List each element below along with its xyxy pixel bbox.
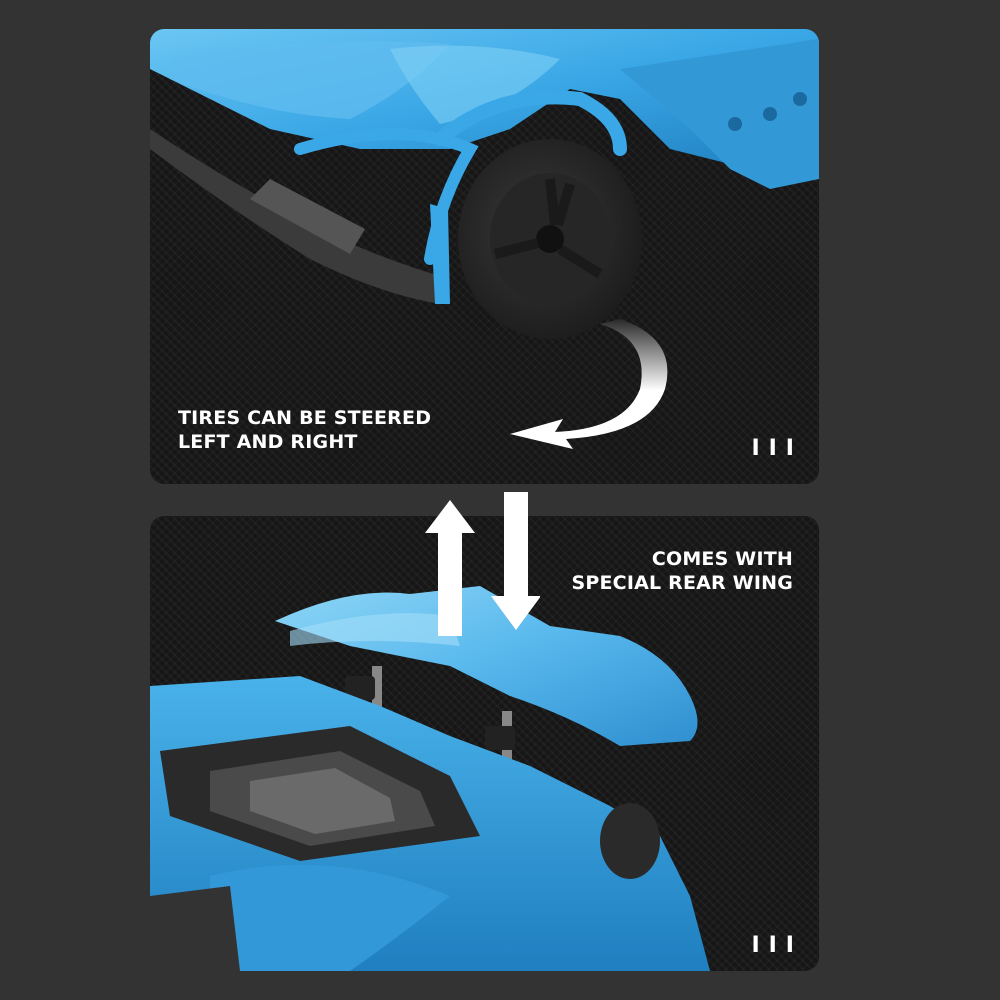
car-rear-wing-illustration [150, 586, 710, 971]
up-arrow-icon [425, 500, 475, 636]
side-intake [600, 803, 660, 879]
wing-strut [372, 666, 382, 726]
curved-arrow-icon [510, 319, 668, 449]
wing-mount [345, 676, 375, 700]
pin-hole [763, 107, 777, 121]
rear-wing-caption: COMES WITH SPECIAL REAR WING [571, 547, 793, 595]
rear-wing-caption-line1: COMES WITH [651, 548, 793, 570]
steering-caption-line1: TIRES CAN BE STEERED [178, 407, 432, 429]
grille [250, 179, 365, 254]
steering-caption: TIRES CAN BE STEERED LEFT AND RIGHT [178, 406, 431, 454]
wing-highlight [290, 613, 460, 646]
pin-hole [793, 92, 807, 106]
wheel-hub [536, 225, 564, 253]
rear-diffuser [150, 886, 240, 971]
wheel-arch [433, 90, 627, 156]
front-bumper [150, 129, 450, 304]
car-side-body [620, 39, 819, 189]
suspension-arm [430, 204, 450, 304]
down-arrow-icon [491, 492, 540, 630]
engine-grille [250, 768, 395, 834]
wheel-spokes [493, 178, 603, 279]
steering-caption-line2: LEFT AND RIGHT [178, 431, 358, 453]
up-down-arrows-icon [425, 492, 540, 636]
tally-marks-icon: III [751, 436, 803, 461]
rear-wing-feature-panel: COMES WITH SPECIAL REAR WING III [150, 516, 819, 971]
wing-mount [485, 726, 515, 750]
hood-vent [390, 45, 560, 124]
hood-panel [170, 41, 450, 120]
car-front-wheel-illustration [150, 29, 819, 449]
tally-marks-icon: III [751, 933, 803, 958]
rear-wing-caption-line2: SPECIAL REAR WING [571, 572, 793, 594]
pin-hole [728, 117, 742, 131]
steering-feature-panel: TIRES CAN BE STEERED LEFT AND RIGHT III [150, 29, 819, 484]
body-curve [210, 864, 450, 971]
